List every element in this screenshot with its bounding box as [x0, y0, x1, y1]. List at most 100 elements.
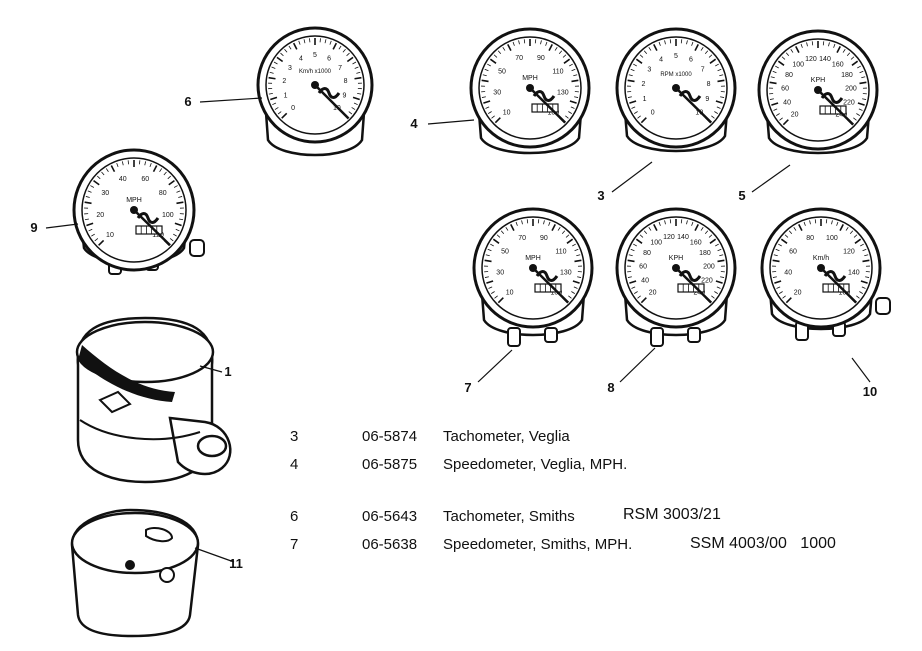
callout-number: 1: [224, 364, 231, 379]
scale-label: 180: [699, 250, 711, 257]
scale-label: 70: [518, 235, 526, 242]
scale-label: 1: [643, 96, 647, 103]
scale-label: 10: [106, 232, 114, 239]
scale-label: 20: [96, 212, 104, 219]
scale-label: 9: [705, 96, 709, 103]
scale-label: 140: [819, 56, 831, 63]
scale-label: 110: [552, 68, 563, 75]
part-description: Tachometer, Smiths: [443, 508, 575, 525]
logo-icon: [820, 92, 844, 104]
leader-line: [427, 119, 475, 125]
needle-hub: [672, 84, 680, 92]
scale-label: 80: [643, 250, 651, 257]
scale-label: 7: [338, 65, 342, 72]
scale-label: 40: [783, 100, 791, 107]
callout-number: 3: [597, 188, 604, 203]
scale-label: 120: [843, 248, 855, 255]
unit-label: Km/h: [813, 255, 829, 262]
scale-label: 8: [707, 81, 711, 88]
scale-label: 20: [649, 289, 657, 296]
scale-label: 200: [703, 264, 715, 271]
scale-label: 40: [641, 278, 649, 285]
part-description: Speedometer, Veglia, MPH.: [443, 456, 628, 473]
scale-label: 7: [701, 67, 705, 74]
scale-label: 5: [674, 53, 678, 60]
scale-label: 100: [162, 212, 174, 219]
scale-label: 50: [498, 68, 506, 75]
item-number: 6: [290, 508, 299, 525]
scale-label: 160: [838, 289, 850, 296]
scale-label: 180: [841, 72, 853, 79]
scale-label: 240: [835, 111, 847, 118]
scale-label: 10: [503, 109, 511, 116]
logo-icon: [823, 270, 847, 282]
scale-label: 100: [792, 62, 804, 69]
needle-icon: [820, 267, 858, 304]
scale-label: 30: [493, 90, 501, 97]
needle-icon: [529, 87, 567, 124]
item-number: 7: [290, 536, 299, 553]
scale-label: 2: [641, 81, 645, 88]
callout-number: 10: [863, 384, 877, 399]
scale-label: 220: [843, 100, 855, 107]
needle-hub: [814, 86, 822, 94]
scale-label: 140: [848, 270, 860, 277]
scale-label: 60: [781, 86, 789, 93]
callout-number: 6: [184, 94, 191, 109]
scale-label: 6: [689, 57, 693, 64]
scale-label: 120: [663, 234, 675, 241]
scale-label: 200: [845, 86, 857, 93]
leader-line: [477, 349, 513, 383]
callout-number: 4: [410, 116, 418, 131]
leader-line: [199, 97, 263, 103]
scale-label: 30: [496, 270, 504, 277]
part-description: Tachometer, Veglia: [443, 428, 570, 445]
scale-label: 100: [826, 235, 838, 242]
part-number: 06-5874: [362, 428, 418, 445]
leader-line: [45, 223, 79, 229]
needle-icon: [314, 84, 350, 120]
instrument-cup: [70, 508, 200, 638]
scale-label: 70: [515, 55, 523, 62]
scale-label: 110: [555, 248, 566, 255]
scale-label: 80: [806, 235, 814, 242]
callout-number: 11: [229, 556, 243, 571]
leader-line: [199, 365, 223, 373]
scale-label: 9: [343, 93, 347, 100]
scale-label: 80: [159, 190, 167, 197]
needle-icon: [532, 267, 570, 304]
needle-icon: [133, 209, 171, 247]
scale-label: 50: [501, 248, 509, 255]
unit-label: MPH: [522, 75, 538, 82]
leader-line: [611, 161, 653, 193]
callout-number: 5: [738, 188, 745, 203]
needle-hub: [672, 264, 680, 272]
scale-label: 30: [101, 190, 109, 197]
scale-label: 0: [291, 105, 295, 112]
scale-label: 90: [540, 235, 548, 242]
scale-label: 20: [791, 111, 799, 118]
logo-icon: [535, 270, 559, 282]
scale-label: 160: [832, 62, 844, 69]
needle-icon: [675, 87, 713, 124]
scale-label: 2: [282, 78, 286, 85]
callout-number: 8: [607, 380, 614, 395]
logo-icon: [136, 212, 160, 224]
reference-code: SSM 4003/00 1000: [690, 535, 836, 552]
scale-label: 120: [152, 232, 164, 239]
scale-label: 3: [288, 65, 292, 72]
scale-label: 1: [284, 93, 288, 100]
scale-label: 10: [695, 109, 703, 116]
scale-label: 150: [550, 289, 562, 296]
gauge-6: 012345678910Km/h x1000: [256, 26, 374, 157]
scale-label: 10: [506, 289, 514, 296]
scale-label: 150: [547, 109, 559, 116]
scale-label: 140: [677, 234, 689, 241]
needle-hub: [526, 84, 534, 92]
